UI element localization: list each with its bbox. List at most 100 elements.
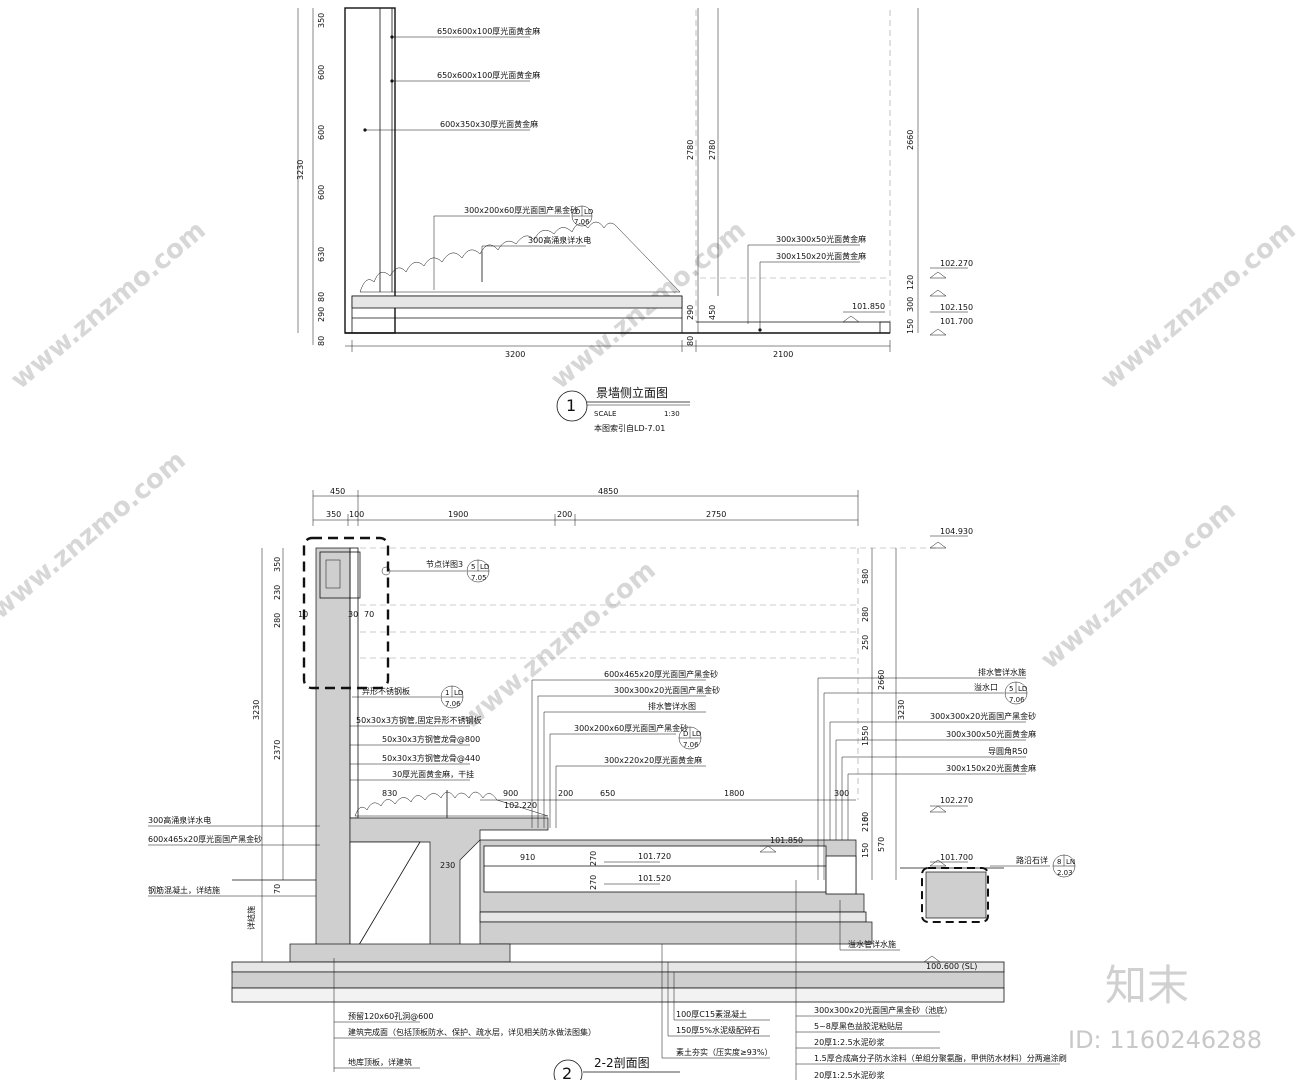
svg-text:101.720: 101.720 bbox=[638, 852, 671, 861]
svg-text:580: 580 bbox=[861, 569, 870, 584]
svg-text:100: 100 bbox=[349, 510, 364, 519]
svg-text:7.05: 7.05 bbox=[471, 574, 487, 582]
dimension-chain-mid: 900 200 650 1800 300 830 910 270 230 270 bbox=[382, 789, 856, 890]
ground-layers bbox=[231, 961, 1005, 973]
svg-text:2660: 2660 bbox=[906, 130, 915, 150]
svg-text:溢水口: 溢水口 bbox=[974, 682, 998, 692]
svg-text:350: 350 bbox=[273, 557, 282, 572]
svg-text:2660: 2660 bbox=[877, 670, 886, 690]
svg-text:80: 80 bbox=[317, 336, 326, 346]
svg-text:230: 230 bbox=[273, 585, 282, 600]
svg-text:建筑完成面（包括顶板防水、保护、疏水层，详见相关防水做法图集: 建筑完成面（包括顶板防水、保护、疏水层，详见相关防水做法图集） bbox=[348, 1027, 596, 1037]
watermark-text: www.znzmo.com bbox=[5, 215, 211, 395]
svg-text:270: 270 bbox=[589, 851, 598, 866]
svg-text:650x600x100厚光面黄金麻: 650x600x100厚光面黄金麻 bbox=[437, 70, 540, 80]
svg-text:8: 8 bbox=[1057, 858, 1061, 866]
svg-text:30: 30 bbox=[348, 610, 358, 619]
svg-text:300x220x20厚光面黄金麻: 300x220x20厚光面黄金麻 bbox=[604, 755, 702, 765]
svg-text:20厚1:2.5水泥砂浆: 20厚1:2.5水泥砂浆 bbox=[814, 1070, 885, 1080]
svg-text:290: 290 bbox=[686, 305, 695, 320]
svg-text:290: 290 bbox=[317, 307, 326, 322]
svg-text:350: 350 bbox=[326, 510, 341, 519]
svg-text:600x350x30厚光面黄金麻: 600x350x30厚光面黄金麻 bbox=[440, 119, 538, 129]
view2-notes-bottom: 预留120x60孔洞@600 建筑完成面（包括顶板防水、保护、疏水层，详见相关防… bbox=[333, 880, 1067, 1080]
svg-text:270: 270 bbox=[589, 875, 598, 890]
svg-text:650: 650 bbox=[600, 789, 615, 798]
svg-text:7.06: 7.06 bbox=[445, 700, 461, 708]
id-watermark: ID: 1160246288 bbox=[1068, 1026, 1262, 1054]
svg-text:30厚光面黄金麻，干挂: 30厚光面黄金麻，干挂 bbox=[392, 769, 474, 779]
svg-text:溢水管详水施: 溢水管详水施 bbox=[848, 939, 896, 949]
svg-text:300x200x60厚光面国产黑金砂: 300x200x60厚光面国产黑金砂 bbox=[574, 723, 688, 733]
view2-section: 450 4850 350 100 1900 200 2750 350 230 2… bbox=[148, 487, 1076, 1080]
svg-text:101.700: 101.700 bbox=[940, 853, 973, 862]
dimension-chain-top: 450 4850 350 100 1900 200 2750 bbox=[312, 487, 859, 526]
svg-text:5~8厚黑色益胶泥粘贴层: 5~8厚黑色益胶泥粘贴层 bbox=[814, 1021, 903, 1031]
svg-text:150厚5%水泥级配碎石: 150厚5%水泥级配碎石 bbox=[676, 1025, 760, 1035]
svg-text:300x150x20光面黄金麻: 300x150x20光面黄金麻 bbox=[776, 251, 866, 261]
svg-text:1:30: 1:30 bbox=[664, 410, 680, 418]
svg-text:100.600 (SL): 100.600 (SL) bbox=[926, 962, 977, 971]
svg-text:LD: LD bbox=[584, 208, 593, 216]
svg-text:910: 910 bbox=[520, 853, 535, 862]
view1-title: 景墙侧立面图 bbox=[596, 385, 668, 400]
view2-notes-center: 600x465x20厚光面国产黑金砂 300x300x20光面国产黑金砂 排水管… bbox=[531, 669, 720, 828]
svg-text:230: 230 bbox=[440, 861, 455, 870]
svg-text:70: 70 bbox=[364, 610, 374, 619]
svg-text:1900: 1900 bbox=[448, 510, 468, 519]
svg-text:50x30x3方钢管龙骨@800: 50x30x3方钢管龙骨@800 bbox=[382, 734, 480, 744]
svg-text:210: 210 bbox=[861, 817, 870, 832]
svg-text:排水管详水施: 排水管详水施 bbox=[978, 667, 1026, 677]
svg-text:预留120x60孔洞@600: 预留120x60孔洞@600 bbox=[348, 1011, 433, 1021]
view1-title-block: 1 景墙侧立面图 SCALE 1:30 本图索引自LD-7.01 bbox=[556, 385, 690, 433]
svg-text:102.150: 102.150 bbox=[940, 303, 973, 312]
svg-text:排水管详水图: 排水管详水图 bbox=[648, 701, 696, 711]
node-detail-box bbox=[302, 536, 390, 690]
shrub-section bbox=[354, 791, 549, 817]
watermark-text: www.znzmo.com bbox=[0, 445, 192, 625]
svg-text:101.700: 101.700 bbox=[940, 317, 973, 326]
svg-text:4850: 4850 bbox=[598, 487, 618, 496]
svg-text:1800: 1800 bbox=[724, 789, 744, 798]
svg-text:600: 600 bbox=[317, 125, 326, 140]
svg-text:104.930: 104.930 bbox=[940, 527, 973, 536]
svg-text:300x150x20光面黄金麻: 300x150x20光面黄金麻 bbox=[946, 763, 1036, 773]
svg-text:630: 630 bbox=[317, 247, 326, 262]
svg-text:10: 10 bbox=[298, 610, 308, 619]
svg-text:280: 280 bbox=[861, 607, 870, 622]
svg-text:80: 80 bbox=[686, 336, 695, 346]
curb-stone bbox=[925, 871, 987, 919]
svg-text:2: 2 bbox=[562, 1064, 572, 1080]
svg-text:570: 570 bbox=[877, 837, 886, 852]
svg-text:5: 5 bbox=[1009, 685, 1013, 693]
dimension-chain-right: 2780 2780 290 450 80 2660 120 300 150 bbox=[686, 8, 919, 346]
svg-text:100厚C15素混凝土: 100厚C15素混凝土 bbox=[676, 1009, 747, 1019]
svg-text:LN: LN bbox=[1066, 858, 1075, 866]
shrub-planting bbox=[359, 221, 681, 293]
svg-text:D: D bbox=[683, 730, 688, 738]
svg-text:2.03: 2.03 bbox=[1057, 869, 1073, 877]
svg-text:900: 900 bbox=[503, 789, 518, 798]
brand-watermark: 知末 bbox=[1105, 961, 1189, 1010]
svg-text:300x200x60厚光面国产黑金砂: 300x200x60厚光面国产黑金砂 bbox=[464, 205, 578, 215]
dimension-chain-left-2: 350 230 280 3230 2370 70 10 30 70 bbox=[252, 548, 374, 962]
svg-text:钢筋混凝土，详结施: 钢筋混凝土，详结施 bbox=[148, 885, 220, 895]
svg-text:300高涌泉详水电: 300高涌泉详水电 bbox=[528, 235, 591, 245]
svg-text:3230: 3230 bbox=[897, 700, 906, 720]
svg-text:450: 450 bbox=[708, 305, 717, 320]
svg-text:7.06: 7.06 bbox=[683, 741, 699, 749]
svg-text:3230: 3230 bbox=[252, 700, 261, 720]
watermark-text: www.znzmo.com bbox=[1095, 215, 1299, 395]
svg-text:200: 200 bbox=[557, 510, 572, 519]
svg-text:LD: LD bbox=[454, 689, 463, 697]
svg-text:素土夯实（压实度≥93%）: 素土夯实（压实度≥93%） bbox=[676, 1047, 772, 1057]
svg-text:1: 1 bbox=[566, 396, 576, 415]
svg-text:7.06: 7.06 bbox=[574, 218, 590, 226]
svg-text:1550: 1550 bbox=[861, 726, 870, 746]
feature-wall-outline bbox=[344, 7, 396, 334]
svg-text:600: 600 bbox=[317, 185, 326, 200]
svg-text:5: 5 bbox=[471, 563, 475, 571]
svg-text:路沿石详: 路沿石详 bbox=[1016, 855, 1048, 865]
svg-text:1.5厚合成高分子防水涂料（单组分聚氨酯，甲供防水材料）分两: 1.5厚合成高分子防水涂料（单组分聚氨酯，甲供防水材料）分两遍涂刷 bbox=[814, 1053, 1067, 1063]
